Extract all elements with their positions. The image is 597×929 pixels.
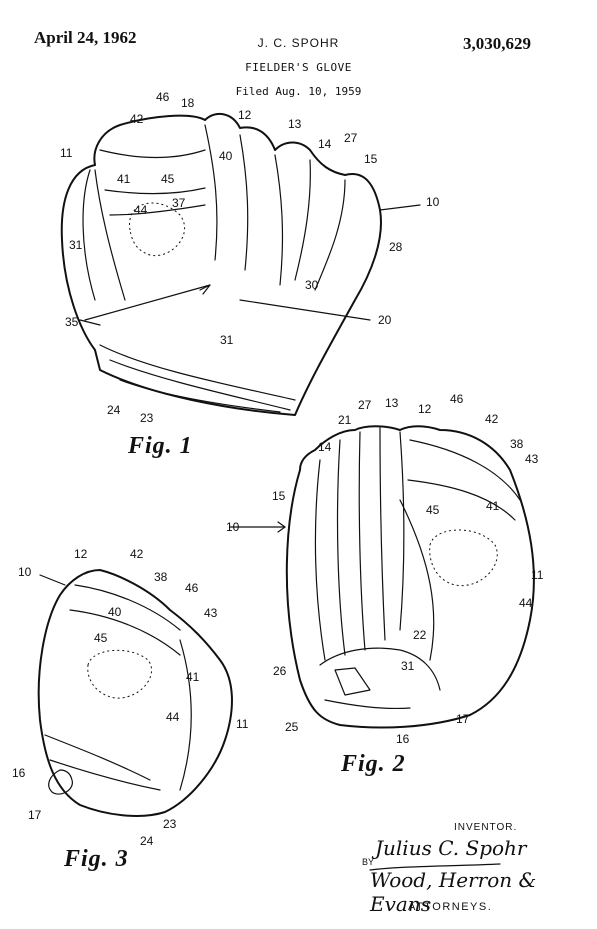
fig2-ref-16: 16	[396, 732, 410, 746]
fig1-ref-23: 23	[140, 411, 154, 425]
fig1-ref-44: 44	[134, 203, 148, 217]
fig3-ref-23: 23	[163, 817, 177, 831]
fig1-ref-40: 40	[219, 149, 233, 163]
fig3-ref-45: 45	[94, 631, 108, 645]
fig2-ref-26: 26	[273, 664, 287, 678]
fig2-ref-45: 45	[426, 503, 440, 517]
fig1-ref-12: 12	[238, 108, 252, 122]
inventor-signature: Julius C. Spohr	[375, 836, 527, 860]
fig2-ref-15: 15	[272, 489, 286, 503]
by-label: BY	[362, 857, 375, 867]
fig1-ref-37: 37	[172, 196, 186, 210]
fig3-ref-41: 41	[186, 670, 200, 684]
fig1-ref-20: 20	[378, 313, 392, 327]
fig3-ref-46: 46	[185, 581, 199, 595]
fig1-label: Fig. 1	[128, 433, 193, 459]
fig3-ref-43: 43	[204, 606, 218, 620]
attorneys-signature: Wood, Herron & Evans	[370, 868, 537, 916]
fig1-glove-drawing	[60, 112, 421, 416]
attorneys-label: ATTORNEYS.	[408, 901, 493, 913]
filed-date: Filed Aug. 10, 1959	[235, 85, 362, 98]
fig1-ref-28: 28	[389, 240, 403, 254]
fig3-ref-10: 10	[18, 565, 32, 579]
fig3-ref-44: 44	[166, 710, 180, 724]
fig1-ref-41: 41	[117, 172, 131, 186]
patent-date: April 24, 1962	[34, 28, 137, 47]
fig2-ref-13: 13	[385, 396, 399, 410]
fig1-ref-27: 27	[344, 131, 358, 145]
fig2-ref-14: 14	[318, 440, 332, 454]
fig2-ref-43: 43	[525, 452, 539, 466]
patent-title: FIELDER'S GLOVE	[245, 61, 352, 74]
fig2-ref-10: 10	[226, 520, 240, 534]
fig1-ref-10: 10	[426, 195, 440, 209]
fig3-ref-42: 42	[130, 547, 144, 561]
fig1-ref-35: 35	[65, 315, 79, 329]
fig1-ref-24: 24	[107, 403, 121, 417]
inventor-label: INVENTOR.	[454, 822, 518, 833]
fig2-ref-22: 22	[413, 628, 427, 642]
fig3-ref-24: 24	[140, 834, 154, 848]
fig3-glove-drawing	[37, 569, 233, 817]
fig3-ref-16: 16	[12, 766, 26, 780]
fig1-ref-42: 42	[130, 112, 144, 126]
fig2-ref-21: 21	[338, 413, 352, 427]
fig1-ref-14: 14	[318, 137, 332, 151]
fig3-ref-12: 12	[74, 547, 88, 561]
fig3-label: Fig. 3	[64, 846, 129, 872]
fig3-ref-11: 11	[236, 717, 249, 731]
fig2-glove-drawing	[229, 425, 535, 729]
fig2-label: Fig. 2	[341, 751, 406, 777]
fig2-ref-38: 38	[510, 437, 524, 451]
fig1-ref-31b: 31	[220, 333, 234, 347]
fig1-ref-30: 30	[305, 278, 319, 292]
fig1-ref-45: 45	[161, 172, 175, 186]
fig1-ref-18: 18	[181, 96, 195, 110]
inventor-header: J. C. SPOHR	[257, 36, 340, 50]
patent-number: 3,030,629	[463, 34, 531, 53]
fig2-ref-42: 42	[485, 412, 499, 426]
fig2-ref-25: 25	[285, 720, 299, 734]
fig2-ref-11: 11	[531, 568, 544, 582]
fig2-ref-27: 27	[358, 398, 372, 412]
fig3-ref-40: 40	[108, 605, 122, 619]
fig3-ref-38: 38	[154, 570, 168, 584]
fig2-ref-31: 31	[401, 659, 415, 673]
fig1-ref-11: 11	[60, 146, 73, 160]
fig1-ref-13: 13	[288, 117, 302, 131]
fig2-ref-46: 46	[450, 392, 464, 406]
fig1-ref-46: 46	[156, 90, 170, 104]
fig1-ref-31a: 31	[69, 238, 83, 252]
fig2-ref-44: 44	[519, 596, 533, 610]
fig2-ref-41: 41	[486, 499, 500, 513]
fig2-ref-12: 12	[418, 402, 432, 416]
signature-underline	[369, 863, 501, 871]
fig3-ref-17: 17	[28, 808, 42, 822]
fig1-ref-15: 15	[364, 152, 378, 166]
fig2-ref-17: 17	[456, 712, 470, 726]
